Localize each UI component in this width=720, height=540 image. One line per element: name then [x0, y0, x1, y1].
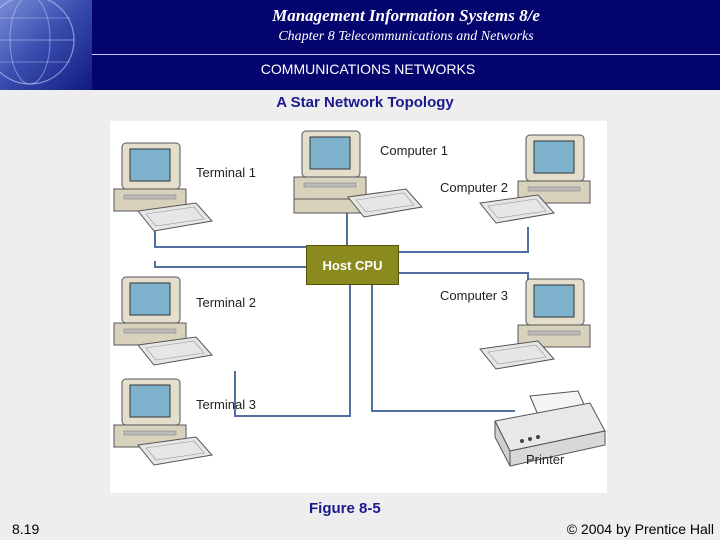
printer-icon: [494, 390, 606, 467]
terminal-1-workstation: [113, 142, 213, 232]
course-title: Management Information Systems 8/e: [272, 6, 540, 25]
host-cpu-hub: Host CPU: [306, 245, 399, 285]
figure-caption: Figure 8-5: [309, 500, 381, 517]
globe-logo-icon: [0, 0, 92, 90]
section-title: COMMUNICATIONS NETWORKS: [260, 61, 476, 77]
terminal-3-workstation: [113, 378, 213, 466]
terminal-3-label: Terminal 3: [196, 397, 256, 412]
terminal-2-label: Terminal 2: [196, 295, 256, 310]
terminal-1-label: Terminal 1: [196, 165, 256, 180]
slide-heading: A Star Network Topology: [276, 94, 454, 111]
star-network-diagram: Terminal 1 Computer 1 Computer 2 Host CP…: [110, 121, 607, 493]
network-links: [154, 209, 529, 417]
computer-2-label: Computer 2: [440, 180, 508, 195]
computer-1-workstation: [293, 130, 423, 218]
computer-3-label: Computer 3: [440, 288, 508, 303]
computer-1-label: Computer 1: [380, 143, 448, 158]
slide-number: 8.19: [12, 521, 40, 537]
chapter-subtitle: Chapter 8 Telecommunications and Network…: [278, 29, 534, 44]
copyright-notice: © 2004 by Prentice Hall: [566, 521, 714, 537]
header-divider: [92, 54, 720, 55]
terminal-2-workstation: [113, 276, 213, 366]
printer-label: Printer: [526, 452, 565, 467]
slide-header: Management Information Systems 8/e Chapt…: [0, 0, 720, 90]
computer-2-workstation: [479, 134, 591, 224]
